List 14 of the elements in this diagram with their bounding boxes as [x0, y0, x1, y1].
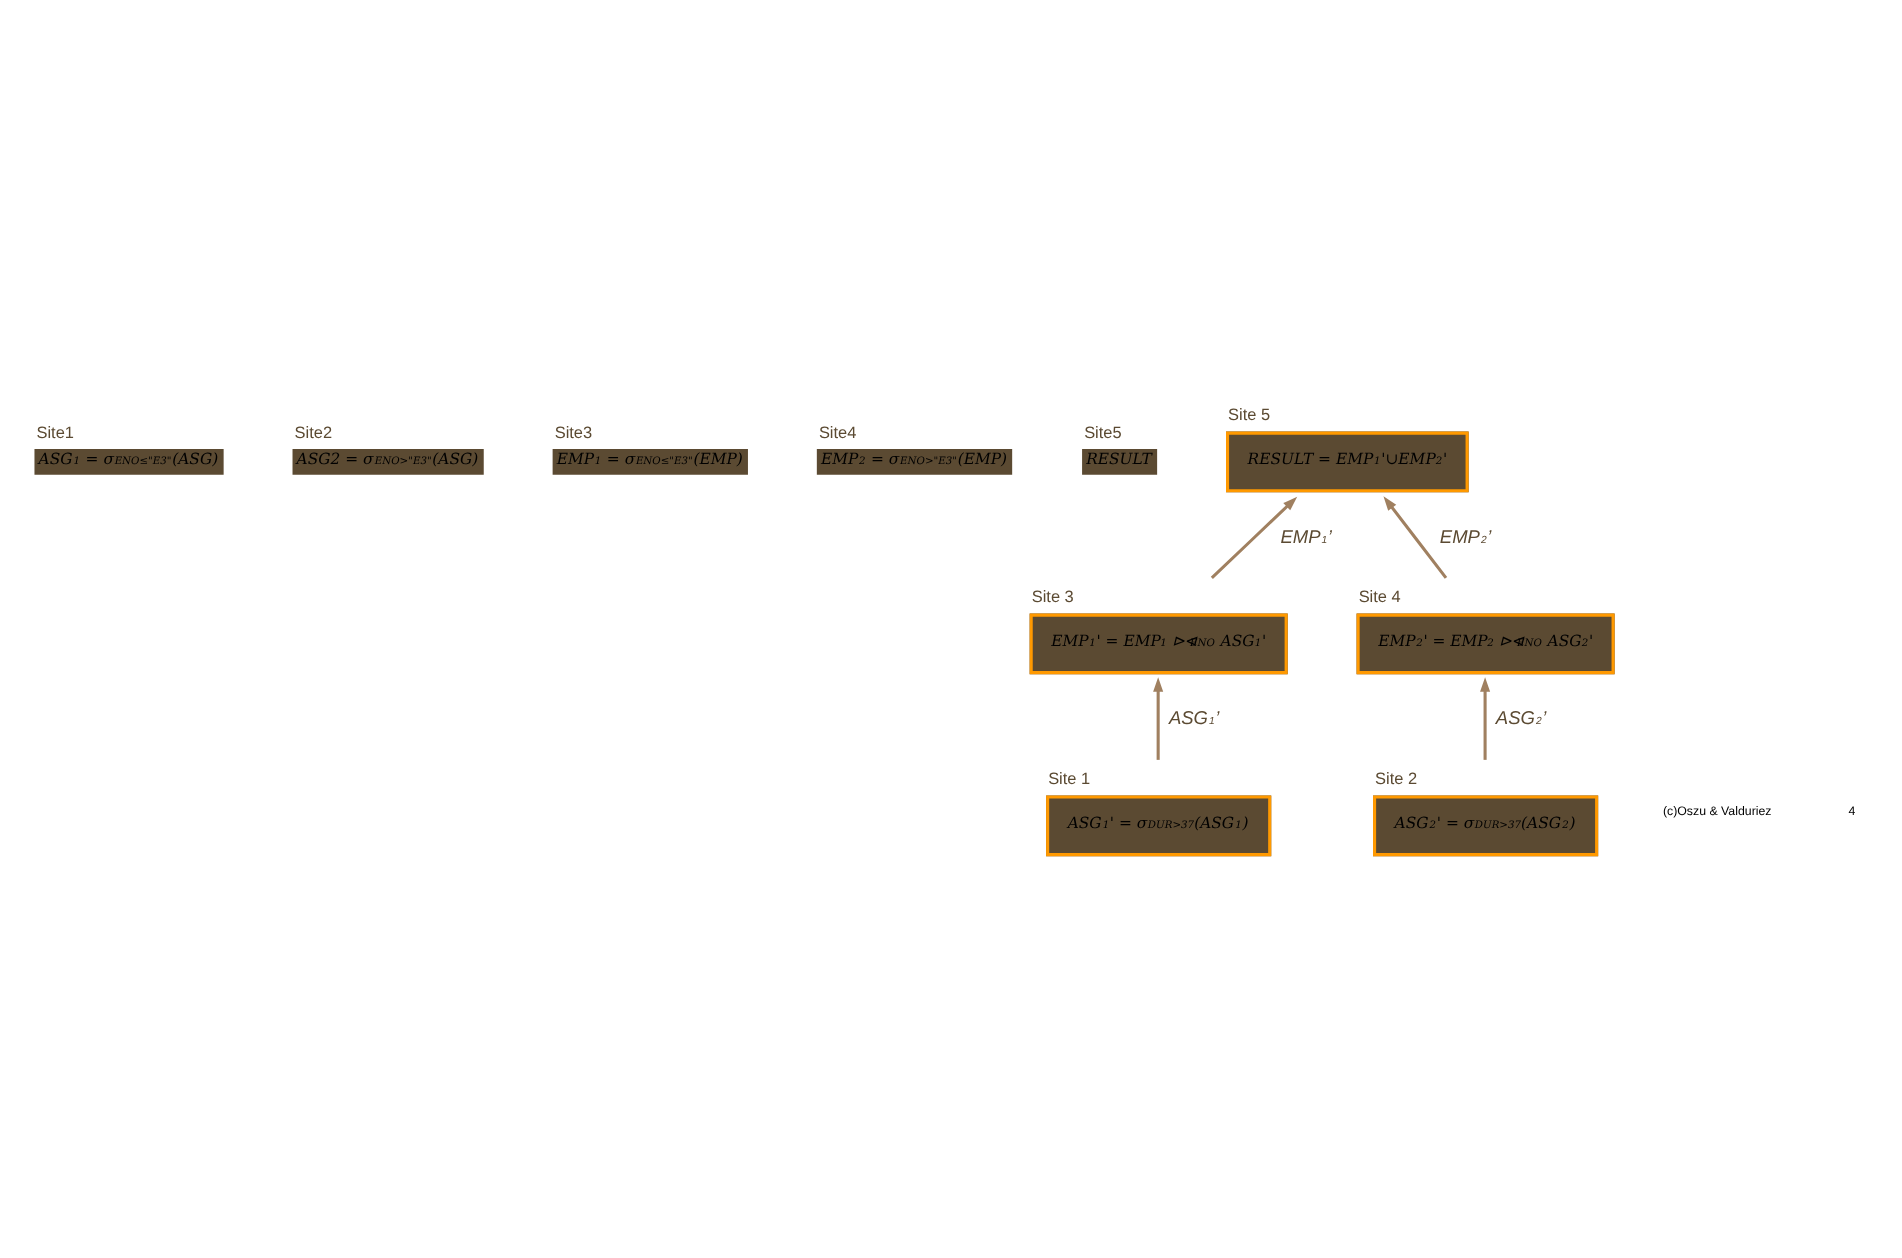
arrow: [1153, 676, 1164, 759]
node-label: Site 1: [1048, 769, 1091, 788]
node-label: Site 2: [1375, 769, 1418, 788]
node-label: Site1: [36, 422, 74, 441]
node-label: Site4: [818, 422, 857, 441]
node-label: Site 5: [1228, 405, 1271, 424]
arrow: [1210, 495, 1298, 578]
node-label: Site 3: [1031, 587, 1074, 606]
arrow: [1480, 676, 1491, 759]
arrow: [1383, 495, 1448, 578]
node-label: Site2: [294, 422, 333, 441]
node-label: Site3: [554, 422, 593, 441]
node-label: Site5: [1084, 422, 1122, 441]
node-label: Site 4: [1358, 587, 1401, 606]
